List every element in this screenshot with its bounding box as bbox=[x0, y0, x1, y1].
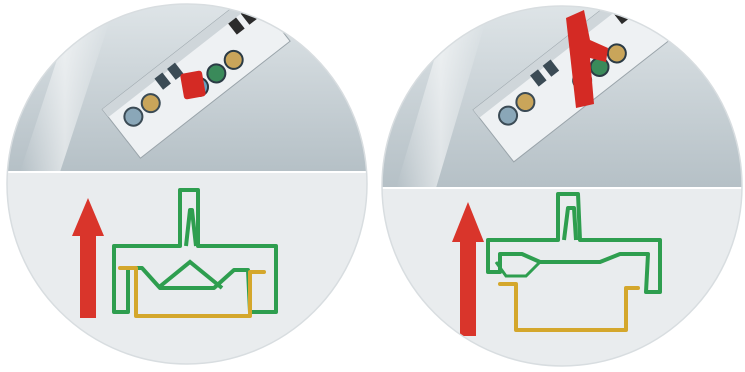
drawing-background bbox=[380, 188, 745, 372]
panel-left bbox=[0, 0, 380, 372]
panel-right bbox=[380, 0, 745, 372]
drawing-background bbox=[0, 172, 380, 372]
release-tab bbox=[180, 70, 206, 99]
